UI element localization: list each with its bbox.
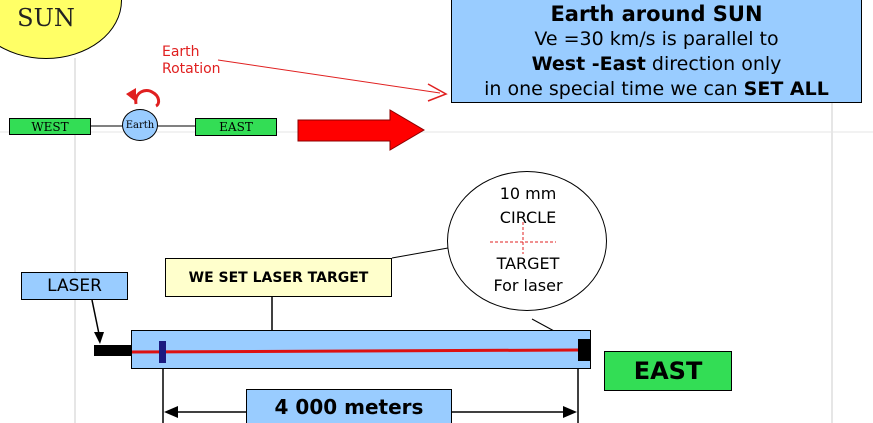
earth-label: Earth [125,119,155,131]
rotation-arrow [134,89,161,108]
east-label-small: EAST [219,120,253,134]
info-title: Earth around SUN [550,2,763,26]
start-marker [159,341,166,363]
east-box-large: EAST [604,351,732,391]
rotation-label-line1: Earth [162,44,200,60]
sun-label: SUN [17,4,75,32]
target-circle-line2: CIRCLE [499,208,557,227]
earth-circle: Earth [122,109,158,141]
rotation-label: Earth Rotation [162,44,221,78]
laser-label: LASER [21,272,128,300]
distance-arrow-right-head [563,406,577,418]
west-label: WEST [31,119,69,134]
laser-tube [131,330,591,369]
target-circle-line4: For laser [493,276,563,295]
target-circle-line3: TARGET [496,254,560,273]
info-box: Earth around SUN Ve =30 km/s is parallel… [451,0,862,103]
circle-connector-line [391,247,449,259]
rotation-pointer-line [217,59,441,94]
laser-beam [132,348,579,354]
set-target-label: WE SET LASER TARGET [165,258,392,297]
laser-pointer-line [91,299,100,335]
distance-label: 4 000 meters [246,389,452,423]
distance-arrow-left-head [164,406,178,418]
west-box: WEST [9,118,91,135]
crosshair [490,222,556,254]
laser-device [94,345,132,356]
laser-beam-svg [132,348,579,354]
info-line3-bold: West -East [531,53,646,75]
rotation-arrow-head [126,88,136,102]
distance-label-text: 4 000 meters [274,394,424,419]
info-line4-start: in one special time we can [484,78,744,100]
rotation-pointer-head [427,83,448,102]
east-label-large: EAST [633,357,703,385]
target-circle: 10 mm CIRCLE TARGET For laser [447,171,607,311]
laser-pointer-head [94,332,104,344]
info-line4: in one special time we can SET ALL [452,77,861,102]
laser-label-text: LASER [47,276,102,296]
target-end [578,339,590,361]
east-box-small: EAST [195,118,277,136]
direction-arrow [297,109,425,151]
info-line2: Ve =30 km/s is parallel to [534,28,779,50]
info-line4-bold: SET ALL [743,78,829,100]
info-line3-rest: direction only [645,53,782,75]
rotation-label-line2: Rotation [162,61,221,77]
info-line3: West -East direction only [452,52,861,77]
set-target-label-text: WE SET LASER TARGET [188,269,369,286]
target-circle-line1: 10 mm [499,184,557,203]
